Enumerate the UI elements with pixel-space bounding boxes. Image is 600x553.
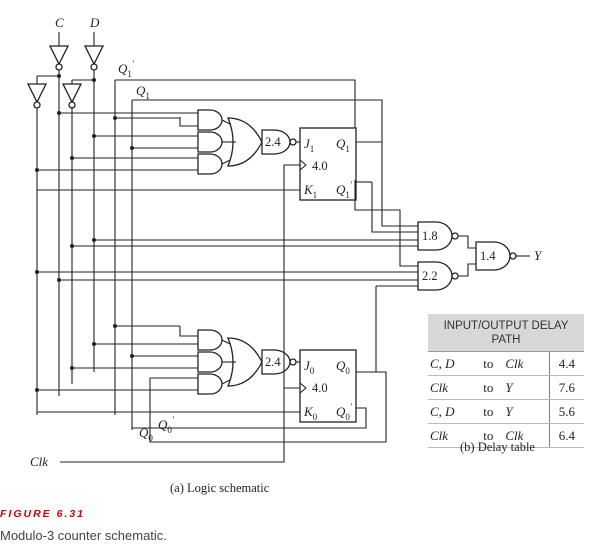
output-y-label: Y [534,248,543,263]
input-d-label: D [89,15,100,30]
inverter-d [83,45,105,71]
ff1-j-label: J1 [304,136,314,154]
and-gate-upper-2 [197,131,223,153]
figure-label: FIGURE 6.31 [0,508,86,520]
nand-lower-delay: 2.4 [265,355,281,369]
input-c-label: C [55,15,64,30]
q0-prime-label: Q0′ [158,415,175,435]
logic-schematic: C D Q1′ Q1 Q0 Q0′ [26,15,543,495]
table-row: C, D to Clk 4.4 [428,351,584,376]
table-row: Clk to Y 7.6 [428,375,584,400]
ff0-j-label: J0 [304,358,315,376]
figure-caption: Modulo-3 counter schematic. [0,528,167,543]
ff1-delay: 4.0 [312,159,328,173]
q0-label: Q0 [139,425,153,443]
caption-delay-table: (b) Delay table [460,440,535,454]
ff1-q-label: Q1 [336,136,350,154]
ff0-k-label: K0 [303,404,318,422]
inverter-d-bar [61,83,83,109]
ff1-qp-label: Q1′ [336,180,353,200]
inverter-c [48,45,70,71]
and-gate-upper-3 [197,153,223,175]
ff0-q-label: Q0 [336,358,350,376]
nand-out-delay: 1.4 [480,249,496,263]
ff0-qp-label: Q0′ [336,402,353,422]
table-row: C, D to Y 5.6 [428,399,584,424]
nand-mid-2-delay: 2.2 [422,269,438,283]
nand-gate-mid-1 [417,221,459,251]
nand-mid-1-delay: 1.8 [422,229,438,243]
nand-upper-delay: 2.4 [265,135,281,149]
and-gate-upper-1 [197,109,223,131]
and-gate-lower-3 [197,373,223,395]
ff1-k-label: K1 [303,182,317,200]
flip-flop-0 [299,349,357,423]
ff0-delay: 4.0 [312,381,328,395]
q1-prime-label: Q1′ [118,59,135,79]
nand-gate-output [475,241,517,271]
q1-label: Q1 [136,83,150,101]
nand-gate-upper [261,129,297,155]
caption-logic-schematic: (a) Logic schematic [170,481,270,495]
and-gate-lower-2 [197,351,223,373]
nand-gate-mid-2 [417,261,459,291]
nand-gate-lower [261,349,297,375]
flip-flop-1 [299,127,357,201]
and-gate-lower-1 [197,329,223,351]
table-row: Clk to Clk 6.4 [428,423,584,448]
clk-label: Clk [30,454,48,469]
inverter-c-bar [26,83,48,109]
delay-table: INPUT/OUTPUT DELAY PATH C, D to Clk 4.4 … [428,314,584,448]
delay-table-header: INPUT/OUTPUT DELAY PATH [428,314,584,352]
